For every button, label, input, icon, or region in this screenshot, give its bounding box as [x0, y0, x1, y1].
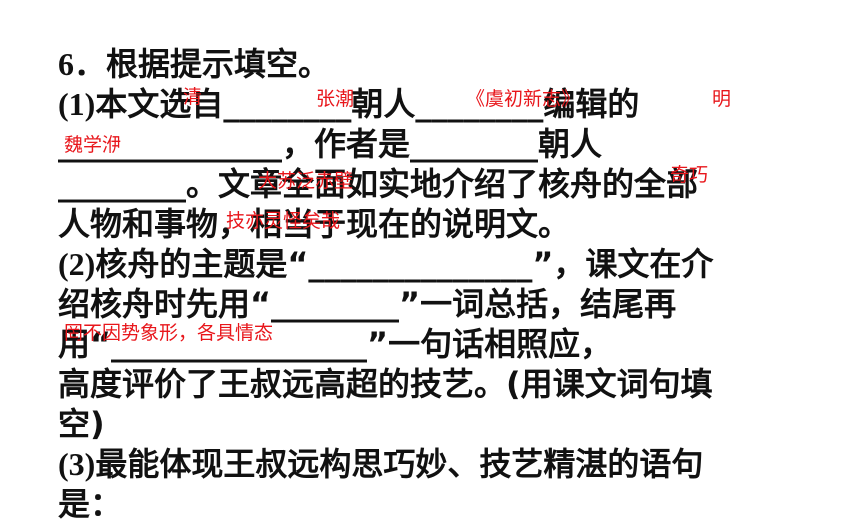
- answer-author: 魏学洢: [64, 134, 122, 156]
- question-1-line-3: ________。文章全面如实地介绍了核舟的全部: [58, 165, 699, 203]
- page: { "lines": [ {"num": "6．", "text": "根据提示…: [58, 45, 732, 523]
- question-2-line-3: 用“________________”一句话相照应，: [58, 325, 613, 363]
- question-2-line-2: 绍核舟时先用“________”一词总括，结尾再: [58, 285, 677, 323]
- question-2-line-5: 空): [58, 405, 105, 443]
- answer-book: 《虞初新志》: [466, 88, 581, 110]
- answer-dynasty-1: 清: [183, 86, 203, 108]
- question-2-line-1: (2)核舟的主题是“______________”，课文在介: [58, 245, 714, 283]
- answer-dynasty-2: 明: [712, 88, 732, 110]
- answer-summary-word: 奇巧: [670, 164, 709, 186]
- answer-theme: 大苏泛赤壁: [258, 170, 354, 192]
- answer-editor: 张潮: [316, 88, 355, 110]
- question-6-title: 6．根据提示填空。: [58, 45, 331, 83]
- question-1-line-2: ______________，作者是________朝人: [58, 125, 603, 163]
- question-3-line-1: (3)最能体现王叔远构思巧妙、技艺精湛的语句: [58, 445, 704, 483]
- question-2-line-4: 高度评价了王叔远高超的技艺。(用课文词句填: [58, 365, 713, 403]
- question-3-line-2: 是：: [58, 485, 123, 523]
- question-1-line-1: (1)本文选自________朝人________编辑的: [58, 85, 640, 123]
- question-1-line-4: 人物和事物，相当于现在的说明文。: [58, 205, 571, 243]
- answer-echo-sentence: 技亦灵怪矣哉: [226, 210, 341, 232]
- answer-question-3: 罔不因势象形，各具情态: [64, 322, 274, 344]
